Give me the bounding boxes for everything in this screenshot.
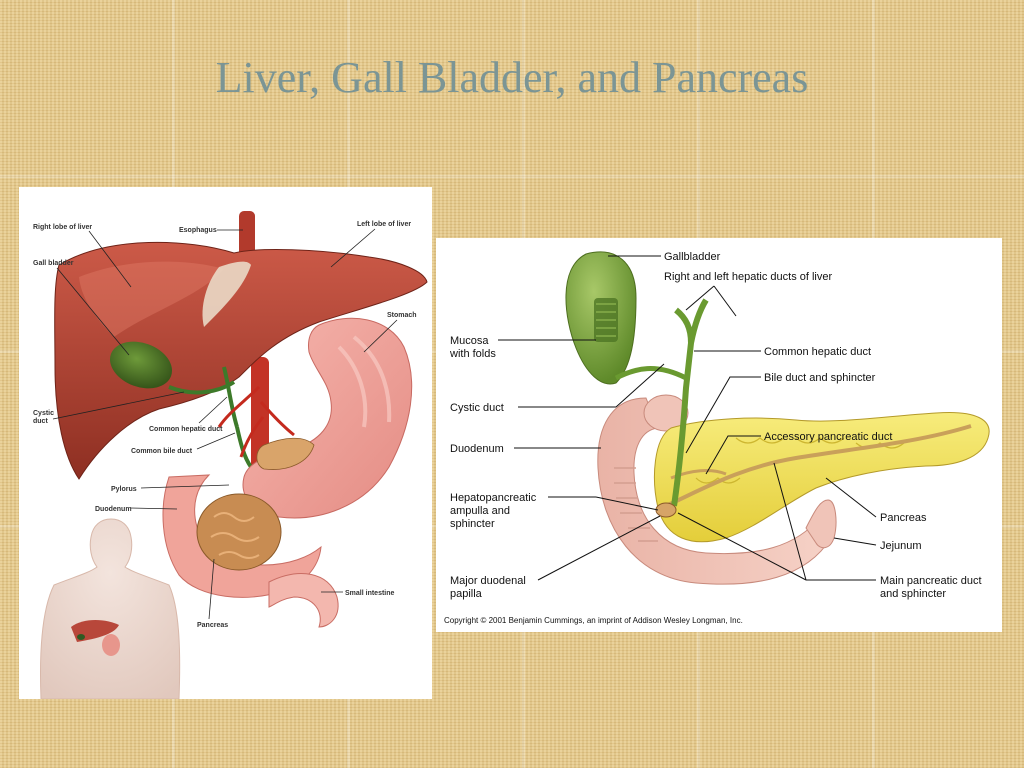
leader-pancreas — [825, 477, 877, 518]
label-accessory-duct: Accessory pancreatic duct — [764, 431, 892, 443]
leader-hepatic-right — [713, 285, 737, 317]
leader-main-duct-a — [773, 462, 807, 581]
leader-accessory-duct — [705, 435, 761, 475]
pancreas — [196, 493, 282, 571]
leader-pancreas — [208, 558, 215, 620]
liver-stomach-figure: Right lobe of liver Esophagus Left lobe … — [19, 187, 432, 699]
label-duodenum: Duodenum — [450, 443, 504, 455]
label-jejunum: Jejunum — [880, 540, 922, 552]
duodenum-upper — [643, 394, 689, 432]
liver-stomach-illustration: Right lobe of liver Esophagus Left lobe … — [33, 211, 428, 699]
leader-duodenum — [130, 507, 178, 510]
cystic-duct-path — [614, 366, 688, 381]
leader-pylorus — [140, 484, 230, 489]
pancreas-texture — [210, 512, 260, 559]
label-common-hepatic-duct: Common hepatic duct — [764, 346, 871, 358]
label-cystic-duct: Cystic duct — [450, 402, 504, 414]
duct-system-figure: Gallbladder Right and left hepatic ducts… — [436, 238, 1002, 632]
pancreas-upper — [256, 437, 315, 470]
leader-jejunum — [833, 537, 877, 546]
leader-bile-duct — [685, 376, 761, 454]
label-pancreas: Pancreas — [880, 512, 927, 524]
label-cystic-duct-2: duct — [33, 418, 48, 425]
leader-papilla — [537, 515, 661, 581]
label-pancreas: Pancreas — [197, 622, 228, 629]
leader-cystic-duct-d — [615, 363, 665, 408]
pancreas-lobules — [695, 437, 905, 484]
leader-main-duct-b — [677, 512, 807, 581]
label-mucosa-2: with folds — [449, 348, 496, 360]
label-papilla-1: Major duodenal — [450, 575, 526, 587]
label-common-bile-duct: Common bile duct — [131, 448, 193, 455]
ligament — [202, 261, 251, 327]
label-gallbladder: Gallbladder — [664, 251, 721, 263]
main-pancreatic-duct — [660, 424, 972, 510]
leader-gall-bladder — [56, 267, 130, 356]
liver-highlight — [79, 261, 224, 337]
stomach-folds — [337, 335, 392, 428]
pancreas-body — [654, 411, 990, 543]
slide-title: Liver, Gall Bladder, and Pancreas — [215, 53, 809, 102]
duct-system-illustration: Gallbladder Right and left hepatic ducts… — [444, 251, 990, 625]
gall-bladder — [110, 341, 172, 389]
arteries — [217, 385, 295, 458]
leader-right-lobe — [88, 230, 132, 288]
label-main-duct-2: and sphincter — [880, 588, 946, 600]
label-papilla-2: papilla — [450, 588, 483, 600]
label-esophagus: Esophagus — [179, 227, 217, 234]
label-stomach: Stomach — [387, 312, 417, 319]
label-pylorus: Pylorus — [111, 486, 137, 493]
label-mucosa-1: Mucosa — [450, 335, 489, 347]
jejunum-tube — [805, 499, 837, 549]
label-small-intestine: Small intestine — [345, 590, 395, 597]
label-right-lobe: Right lobe of liver — [33, 224, 92, 231]
body-silhouette — [40, 518, 181, 699]
label-duodenum: Duodenum — [95, 506, 132, 513]
label-main-duct-1: Main pancreatic duct — [880, 575, 982, 587]
leader-common-bile-duct — [196, 432, 236, 450]
mucosa-pattern — [596, 303, 616, 337]
small-intestine — [268, 573, 339, 628]
liver — [54, 241, 428, 480]
leader-left-lobe — [330, 228, 376, 268]
label-hepatic-ducts: Right and left hepatic ducts of liver — [664, 271, 832, 283]
label-ampulla-1: Hepatopancreatic — [450, 492, 537, 504]
label-bile-duct: Bile duct and sphincter — [764, 372, 876, 384]
label-ampulla-3: sphincter — [450, 518, 495, 530]
leader-cystic-duct — [52, 391, 185, 420]
mini-gallbladder — [77, 634, 85, 640]
mini-stomach — [102, 634, 120, 656]
leader-stomach — [363, 319, 398, 353]
label-common-hepatic-duct: Common hepatic duct — [149, 426, 223, 433]
copyright-notice: Copyright © 2001 Benjamin Cummings, an i… — [444, 616, 743, 625]
label-ampulla-2: ampulla and — [450, 505, 510, 517]
leader-hepatic-left — [685, 285, 715, 311]
label-gall-bladder: Gall bladder — [33, 260, 74, 267]
leader-ampulla-d — [595, 496, 659, 511]
hepatic-ducts — [671, 298, 709, 507]
duodenum-folds — [614, 467, 658, 542]
ampulla-sphincter — [655, 502, 677, 518]
label-cystic-duct-1: Cystic — [33, 410, 54, 417]
label-left-lobe: Left lobe of liver — [357, 221, 411, 228]
leader-common-hepatic-duct — [198, 396, 228, 424]
